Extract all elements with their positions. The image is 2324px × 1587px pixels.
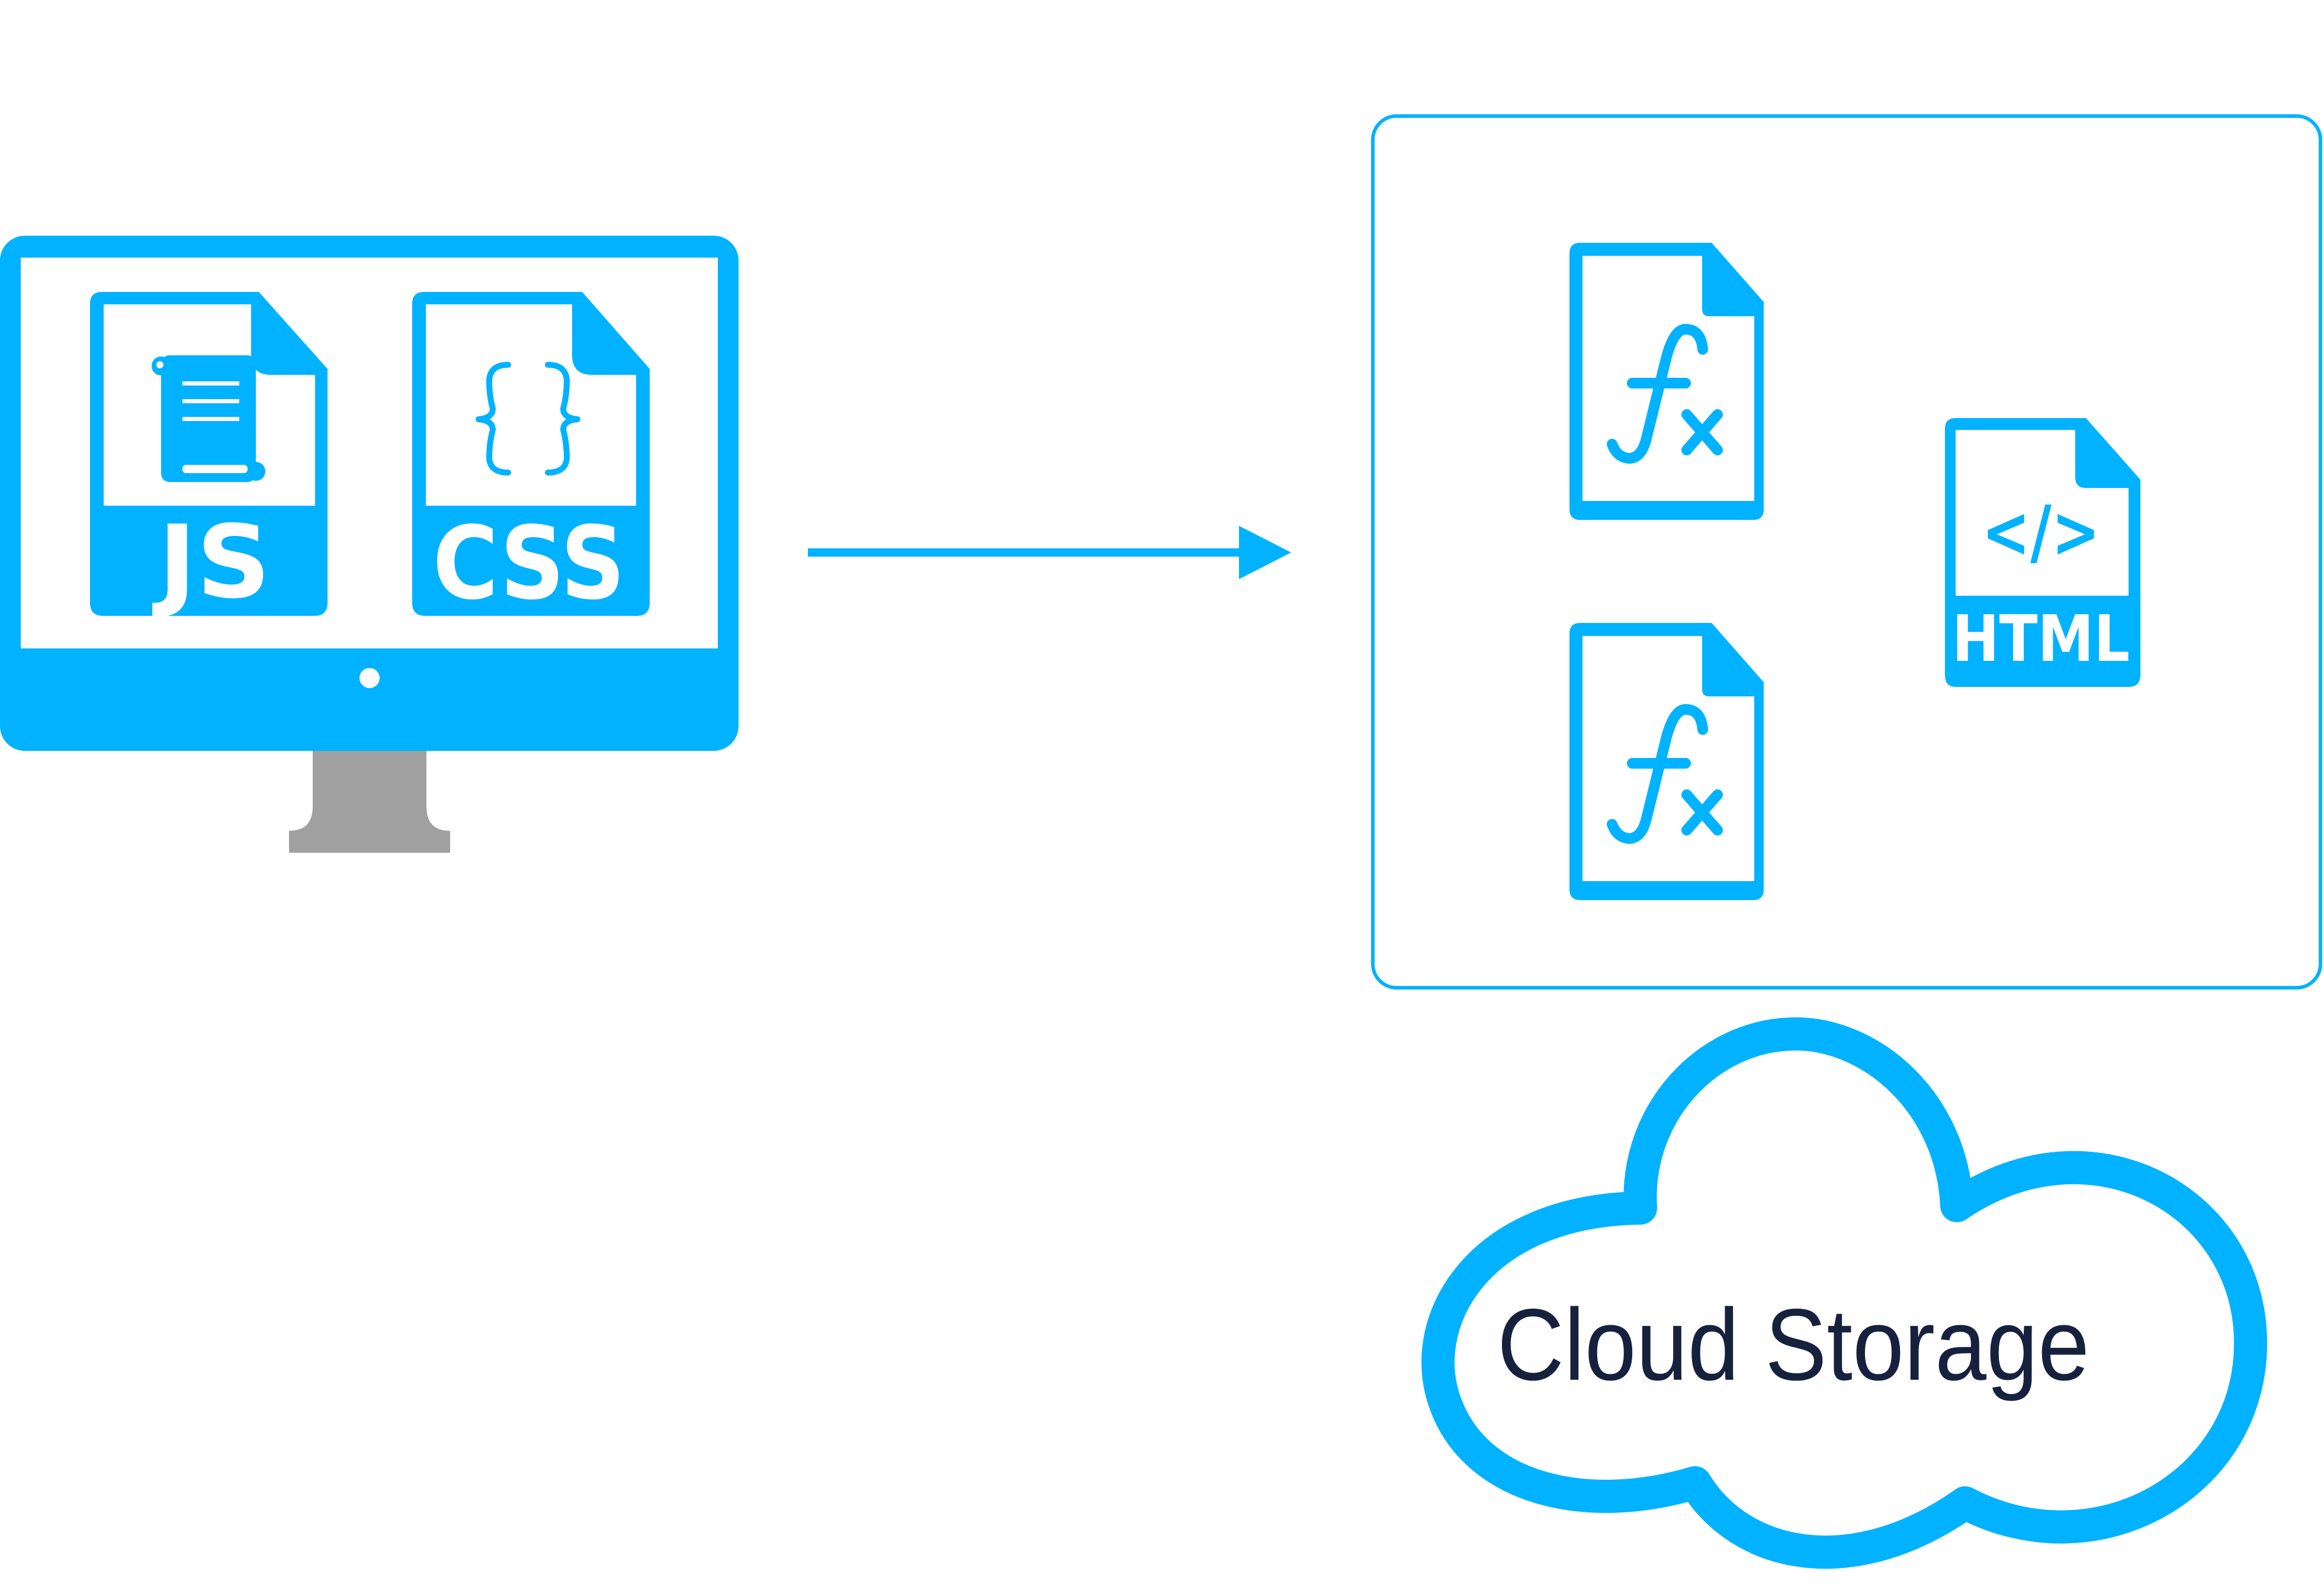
cloud-storage-label: Cloud Storage <box>1497 1288 2089 1402</box>
html-label: HTML <box>1952 602 2130 676</box>
output-container <box>1371 114 2322 990</box>
function-fx-icon <box>1607 323 1723 464</box>
scroll-icon <box>152 355 265 482</box>
curly-braces-icon <box>476 362 580 476</box>
css-label: CSS <box>433 505 625 622</box>
js-file-icon: JS <box>90 292 328 621</box>
function-file-icon <box>1569 243 1764 520</box>
power-button <box>359 668 380 688</box>
flow-arrow <box>808 526 1291 579</box>
js-label: JS <box>152 504 271 621</box>
css-file-icon: CSS <box>412 292 650 622</box>
cloud-shape <box>1421 1017 2267 1569</box>
desktop-monitor: JS CSS <box>0 236 739 853</box>
code-tag-icon: </> <box>1982 491 2100 574</box>
html-file-icon: </> HTML <box>1945 418 2140 687</box>
function-fx-icon <box>1607 703 1723 844</box>
function-file-icon <box>1569 623 1764 900</box>
cloud-storage: Cloud Storage <box>1421 1017 2267 1569</box>
monitor-stand <box>289 749 450 853</box>
